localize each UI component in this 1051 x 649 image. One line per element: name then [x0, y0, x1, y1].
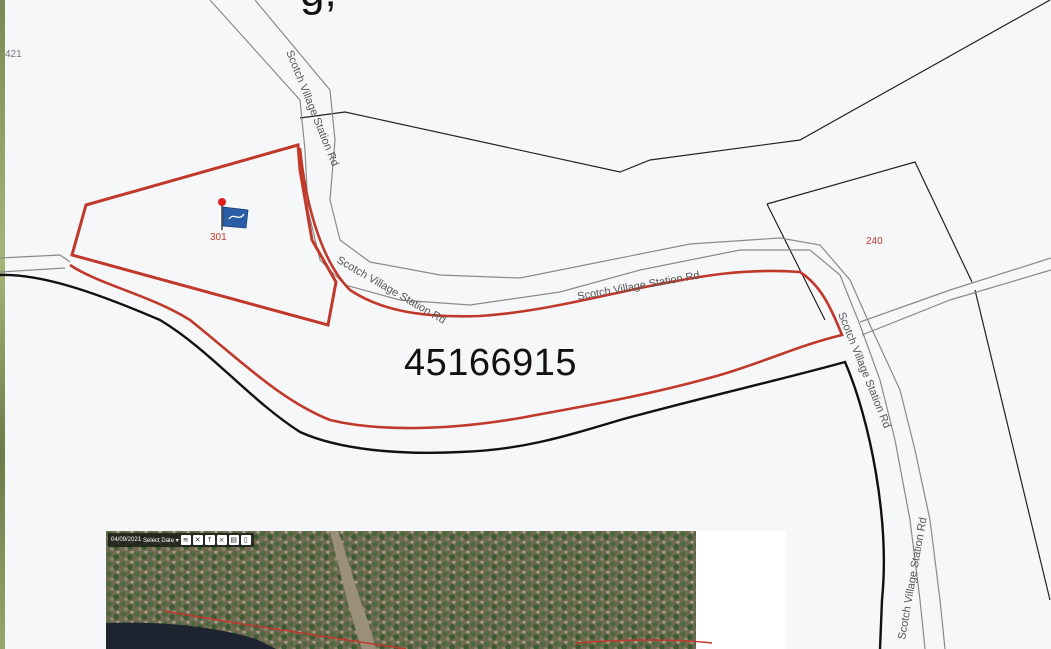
- road-label-junction: Scotch Village Station Rd: [835, 311, 893, 430]
- pin-icon[interactable]: ↑: [204, 535, 215, 545]
- subject-parcel[interactable]: [70, 143, 338, 327]
- inset-toolbar: 04/09/2021 Select Date ▾ ≋ ✕ ↑ × ▤ ▯: [108, 533, 254, 547]
- river-boundary: [0, 273, 885, 649]
- slide-heading-fragment: g,: [300, 0, 337, 17]
- road-label-middle-east: Scotch Village Station Rd: [576, 270, 700, 303]
- location-flag-icon[interactable]: [218, 198, 249, 230]
- lot-lines: [299, 0, 1051, 601]
- select-date-dropdown[interactable]: Select Date ▾: [143, 537, 179, 544]
- close-icon[interactable]: ×: [216, 535, 227, 545]
- aerial-photo-inset[interactable]: 04/09/2021 Select Date ▾ ≋ ✕ ↑ × ▤ ▯: [106, 531, 786, 649]
- imagery-date: 04/09/2021: [111, 537, 142, 543]
- panel-icon[interactable]: ▯: [240, 535, 251, 545]
- report-icon[interactable]: ▤: [228, 535, 239, 545]
- background-photo-edge: [0, 0, 5, 649]
- lot-number-301: 301: [210, 232, 227, 243]
- tools-icon[interactable]: ✕: [192, 535, 203, 545]
- aerial-image: [106, 531, 786, 649]
- lot-number-421: 421: [5, 49, 22, 60]
- parcel-id-label: 45166915: [404, 342, 578, 384]
- road-label-south: Scotch Village Station Rd: [896, 516, 929, 640]
- lot-number-240: 240: [866, 236, 883, 247]
- layers-icon[interactable]: ≋: [180, 535, 191, 545]
- frontage-parcel[interactable]: [69, 147, 844, 430]
